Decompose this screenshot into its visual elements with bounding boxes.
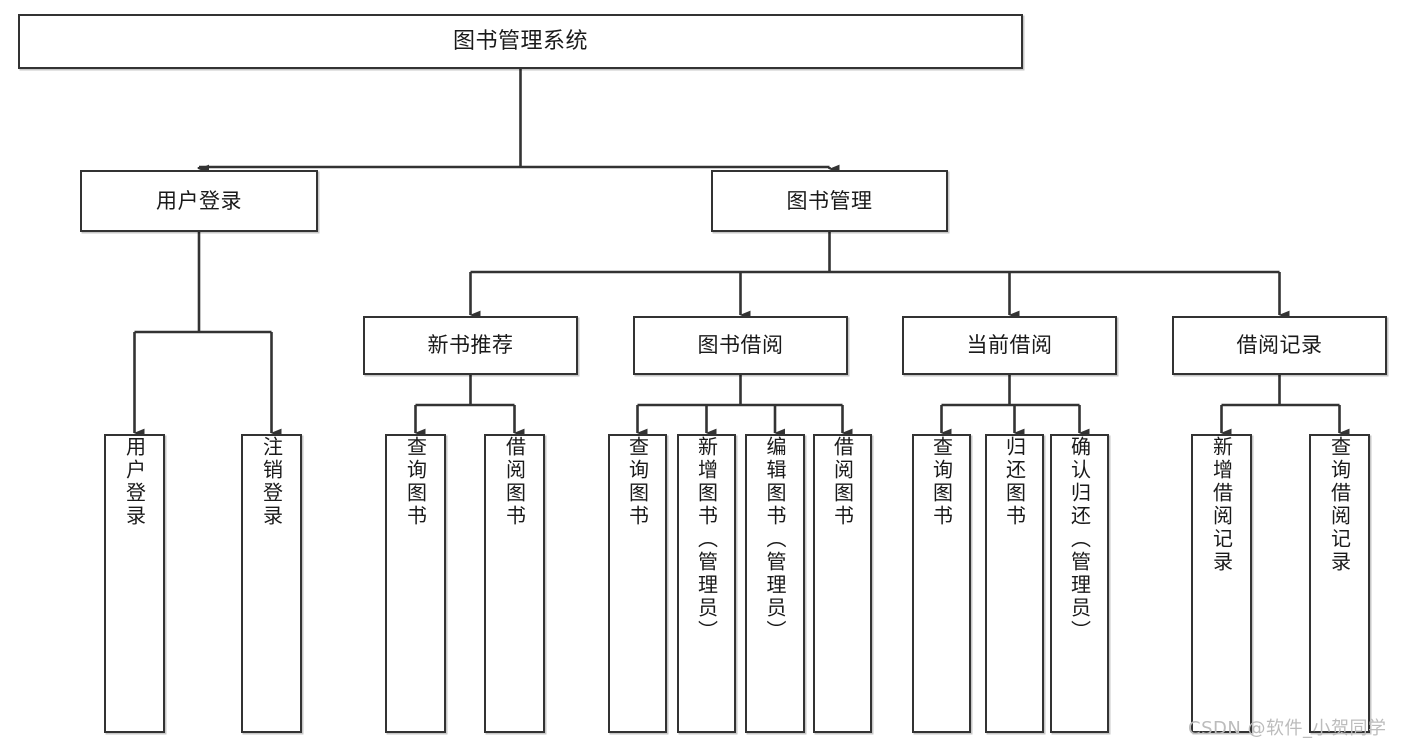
node-leaf-add-record[interactable]: 新增借阅记录 bbox=[1191, 434, 1252, 733]
edge-bus-user-login bbox=[134, 232, 272, 334]
node-leaf-confirm-return[interactable]: 确认归还（管理员） bbox=[1050, 434, 1109, 733]
edge-bus-borrow-record bbox=[1221, 375, 1340, 407]
node-leaf-query-record[interactable]: 查询借阅记录 bbox=[1309, 434, 1370, 733]
node-label: 注销登录 bbox=[259, 436, 284, 528]
node-label: 编辑图书（管理员） bbox=[763, 436, 787, 643]
edge-bus-root bbox=[199, 69, 830, 169]
node-leaf-query-book-1[interactable]: 查询图书 bbox=[385, 434, 446, 733]
node-label: 新书推荐 bbox=[427, 333, 514, 358]
node-leaf-query-book-2[interactable]: 查询图书 bbox=[608, 434, 667, 733]
watermark-text: CSDN @软件_小贺同学 bbox=[1188, 718, 1387, 739]
node-borrow-record[interactable]: 借阅记录 bbox=[1172, 316, 1387, 375]
edge-bus-current-borrow bbox=[941, 375, 1080, 407]
node-label: 当前借阅 bbox=[966, 333, 1053, 358]
node-new-book-rec[interactable]: 新书推荐 bbox=[363, 316, 578, 375]
node-leaf-user-logout[interactable]: 注销登录 bbox=[241, 434, 302, 733]
node-label: 查询图书 bbox=[403, 436, 428, 528]
node-leaf-add-book[interactable]: 新增图书（管理员） bbox=[677, 434, 736, 733]
node-leaf-borrow-book-2[interactable]: 借阅图书 bbox=[813, 434, 872, 733]
node-leaf-edit-book[interactable]: 编辑图书（管理员） bbox=[745, 434, 805, 733]
edge-bus-book-manage bbox=[470, 232, 1280, 274]
edge-bus-new-book-rec bbox=[415, 375, 515, 407]
node-label: 图书管理 bbox=[786, 188, 873, 213]
node-label: 图书借阅 bbox=[697, 333, 784, 358]
node-label: 查询图书 bbox=[929, 436, 954, 528]
node-label: 图书管理系统 bbox=[452, 28, 588, 54]
node-label: 借阅图书 bbox=[830, 436, 855, 528]
edges-group bbox=[133, 69, 1350, 438]
node-book-borrow[interactable]: 图书借阅 bbox=[633, 316, 848, 375]
node-current-borrow[interactable]: 当前借阅 bbox=[902, 316, 1117, 375]
node-leaf-user-login[interactable]: 用户登录 bbox=[104, 434, 165, 733]
node-label: 新增借阅记录 bbox=[1209, 436, 1234, 574]
node-user-login[interactable]: 用户登录 bbox=[80, 170, 318, 232]
node-label: 用户登录 bbox=[156, 188, 242, 213]
node-label: 借阅图书 bbox=[502, 436, 527, 528]
node-root-system[interactable]: 图书管理系统 bbox=[18, 14, 1023, 69]
node-leaf-query-book-3[interactable]: 查询图书 bbox=[912, 434, 971, 733]
node-label: 归还图书 bbox=[1002, 436, 1027, 528]
node-leaf-return-book[interactable]: 归还图书 bbox=[985, 434, 1044, 733]
node-leaf-borrow-book-1[interactable]: 借阅图书 bbox=[484, 434, 545, 733]
edge-bus-book-borrow bbox=[637, 375, 843, 407]
node-label: 新增图书（管理员） bbox=[694, 436, 719, 643]
node-book-manage[interactable]: 图书管理 bbox=[711, 170, 948, 232]
node-label: 借阅记录 bbox=[1236, 333, 1323, 358]
node-label: 用户登录 bbox=[122, 436, 147, 528]
node-label: 查询借阅记录 bbox=[1327, 436, 1352, 574]
node-label: 查询图书 bbox=[625, 436, 650, 528]
node-label: 确认归还（管理员） bbox=[1067, 436, 1092, 643]
